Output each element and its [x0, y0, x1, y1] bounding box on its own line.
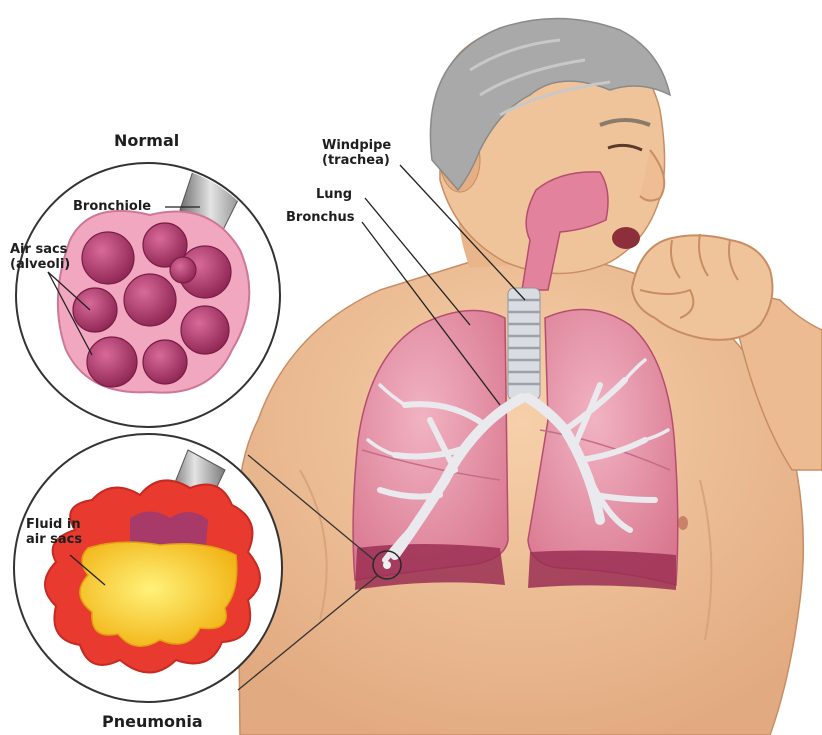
trachea: [508, 288, 540, 400]
windpipe-label: Windpipe (trachea): [322, 138, 391, 168]
bronchus-label: Bronchus: [286, 210, 354, 225]
normal-title: Normal: [114, 132, 179, 150]
normal-inset: [16, 150, 280, 427]
air-sacs-label: Air sacs (alveoli): [10, 242, 70, 272]
pneumonia-title: Pneumonia: [102, 713, 203, 731]
bronchiole-label: Bronchiole: [73, 199, 151, 214]
fluid-label: Fluid in air sacs: [26, 517, 82, 547]
lung-label: Lung: [316, 187, 352, 202]
open-mouth: [612, 227, 640, 249]
pneumonia-inset: [14, 434, 282, 702]
left-lung-base: [528, 551, 676, 590]
nipple: [678, 516, 688, 530]
